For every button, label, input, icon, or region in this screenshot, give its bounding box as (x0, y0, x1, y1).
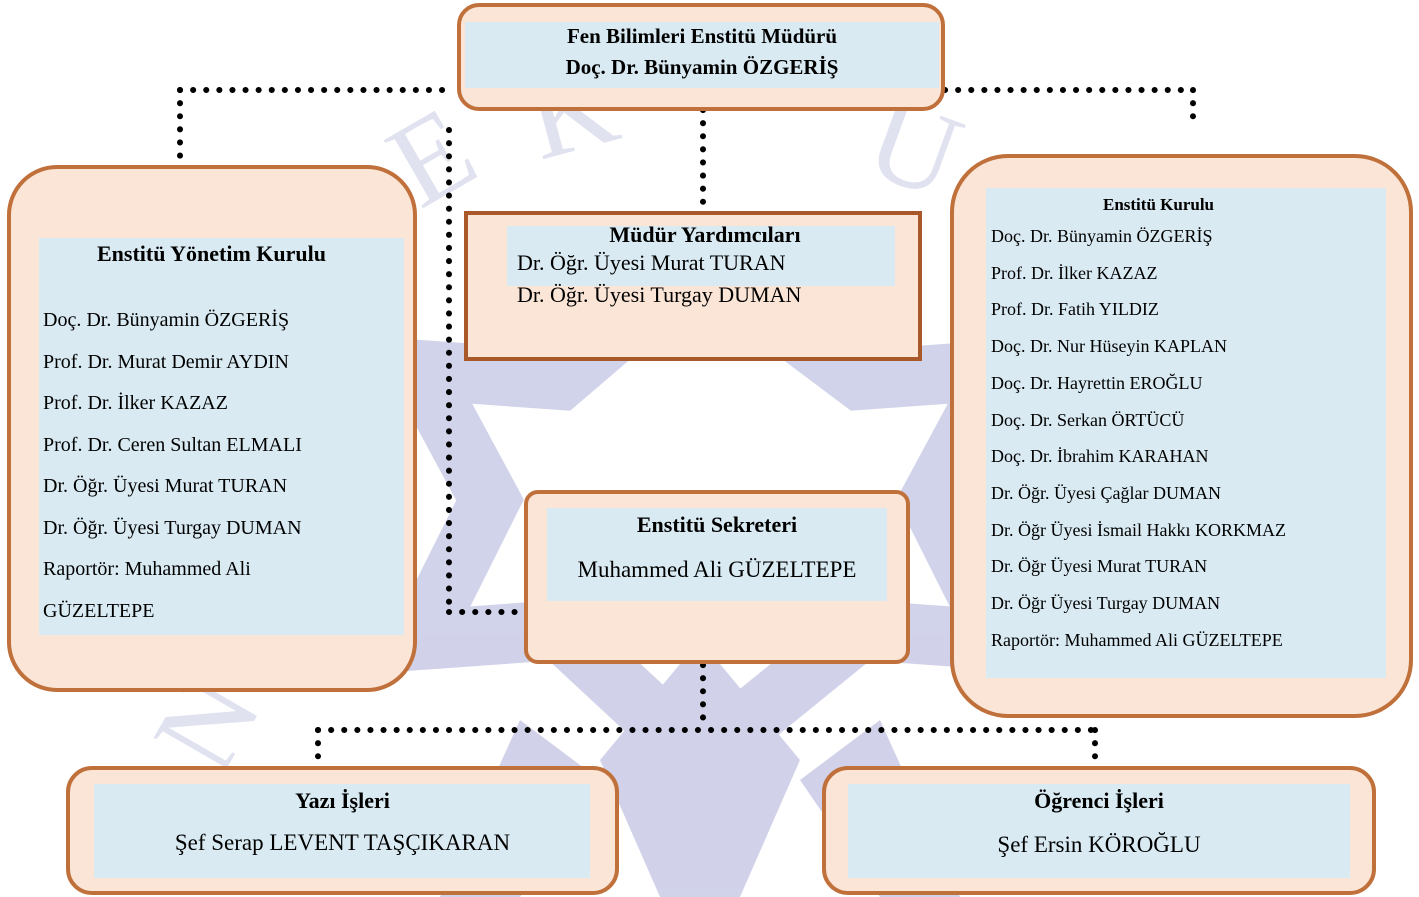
vice-director-member: Dr. Öğr. Üyesi Turgay DUMAN (517, 282, 802, 307)
institute-board-member: Prof. Dr. Fatih YILDIZ (991, 299, 1159, 320)
management-board-inner (39, 238, 404, 635)
secretary-title: Enstitü Sekreteri (636, 512, 798, 537)
institute-board-member: Doç. Dr. Hayrettin EROĞLU (991, 372, 1203, 393)
institute-board-inner (986, 188, 1386, 678)
management-board-member: Prof. Dr. Ceren Sultan ELMALI (43, 433, 302, 456)
secretary-name: Muhammed Ali GÜZELTEPE (577, 557, 857, 582)
vice-director-member: Dr. Öğr. Üyesi Murat TURAN (517, 250, 786, 275)
management-board-member: Doç. Dr. Bünyamin ÖZGERİŞ (43, 309, 290, 331)
director-title: Fen Bilimleri Enstitü Müdürü (566, 24, 838, 48)
student-affairs-inner (848, 784, 1350, 878)
management-board-member: Dr. Öğr. Üyesi Turgay DUMAN (43, 516, 302, 539)
institute-board-member: Dr. Öğr. Üyesi Çağlar DUMAN (991, 482, 1221, 503)
director-name: Doç. Dr. Bünyamin ÖZGERİŞ (565, 55, 839, 79)
institute-board-member: Prof. Dr. İlker KAZAZ (991, 262, 1158, 283)
management-board-title: Enstitü Yönetim Kurulu (96, 241, 326, 266)
institute-board-title: Enstitü Kurulu (1102, 195, 1214, 214)
institute-board-member: Doç. Dr. İbrahim KARAHAN (991, 446, 1209, 467)
vice-directors-inner (507, 226, 895, 286)
management-board-member: Prof. Dr. İlker KAZAZ (43, 392, 228, 414)
institute-board-member: Doç. Dr. Serkan ÖRTÜCÜ (991, 409, 1185, 430)
institute-board-member: Doç. Dr. Nur Hüseyin KAPLAN (991, 336, 1227, 357)
writing-affairs-name: Şef Serap LEVENT TAŞÇIKARAN (174, 830, 511, 855)
management-board-member: GÜZELTEPE (43, 599, 155, 622)
writing-affairs-inner (94, 784, 590, 878)
management-board-list: Doç. Dr. Bünyamin ÖZGERİŞ Prof. Dr. Mura… (43, 300, 302, 632)
institute-board-list: Doç. Dr. Bünyamin ÖZGERİŞ Prof. Dr. İlke… (991, 218, 1286, 658)
institute-board-member: Dr. Öğr Üyesi İsmail Hakkı KORKMAZ (991, 519, 1286, 540)
secretary-inner (547, 508, 887, 601)
vice-directors-title: Müdür Yardımcıları (609, 222, 801, 247)
director-inner (465, 22, 939, 88)
management-board-member: Dr. Öğr. Üyesi Murat TURAN (43, 475, 288, 497)
student-affairs-title: Öğrenci İşleri (1034, 788, 1164, 813)
institute-board-member: Raportör: Muhammed Ali GÜZELTEPE (991, 629, 1283, 650)
institute-board-member: Doç. Dr. Bünyamin ÖZGERİŞ (991, 226, 1213, 246)
management-board-member: Raportör: Muhammed Ali (43, 558, 251, 580)
student-affairs-name: Şef Ersin KÖROĞLU (997, 832, 1201, 857)
management-board-member: Prof. Dr. Murat Demir AYDIN (43, 350, 289, 373)
writing-affairs-title: Yazı İşleri (295, 788, 390, 813)
institute-board-member: Dr. Öğr Üyesi Murat TURAN (991, 556, 1208, 577)
institute-board-member: Dr. Öğr Üyesi Turgay DUMAN (991, 593, 1221, 614)
